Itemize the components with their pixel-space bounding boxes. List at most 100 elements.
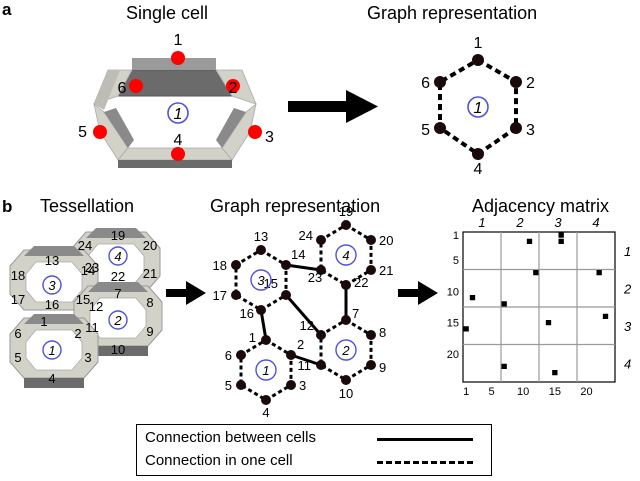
tess-label-1: 1	[40, 314, 47, 329]
graph-a-label-5: 5	[421, 122, 430, 139]
graph-b-label-21: 21	[379, 263, 393, 278]
graph-b-intercell-edge-2-11	[290, 353, 322, 367]
node-4-red	[171, 147, 185, 161]
tessellation-cell-ids: 1 2 3 4	[42, 246, 128, 360]
tess-label-17: 17	[11, 292, 25, 307]
graph-a	[434, 54, 522, 160]
graph-b-node-4	[261, 395, 271, 405]
graph-b-node-24	[316, 235, 326, 245]
node-3-red	[248, 125, 262, 139]
tess-label-18: 18	[11, 268, 25, 283]
graph-b-cell-circle-1	[255, 359, 277, 381]
matrix-xtick-20: 20	[580, 386, 592, 398]
graph-b-cell-circle-2	[335, 339, 357, 361]
graph-b-label-18: 18	[213, 258, 227, 273]
matrix-row-header-4: 4	[624, 356, 631, 371]
tess-label-3: 3	[84, 350, 91, 365]
tess-label-2: 2	[74, 326, 81, 341]
matrix-col-header-3: 3	[554, 215, 562, 230]
graph-a-cell-circle	[467, 96, 489, 118]
matrix-entry-15-14	[545, 320, 552, 326]
tess-label-14: 14	[81, 263, 95, 278]
matrix-entry-11-2	[469, 295, 476, 301]
matrix-entry-16-1	[463, 326, 469, 332]
matrix-xtick-5: 5	[488, 386, 494, 398]
graph-b-node-19	[341, 220, 351, 230]
graph-b-node-14	[281, 260, 291, 270]
tess-label-15: 15	[76, 292, 90, 307]
graph-a-label-3: 3	[526, 122, 535, 139]
graph-b-label-22: 22	[354, 275, 368, 290]
graph-b-node-1	[261, 335, 271, 345]
single-cell-node-label-6: 6	[118, 80, 127, 97]
tess-cell-id-1: 1	[48, 343, 55, 358]
matrix-row-header-2: 2	[623, 281, 632, 296]
tess-label-13: 13	[45, 253, 59, 268]
matrix-col-header-4: 4	[592, 215, 599, 230]
matrix-entry-2-16	[558, 238, 564, 244]
adjacency-matrix-title: Adjacency matrix	[472, 196, 609, 216]
tessellation-node-labels: 1 2 3 4 5 6 7 8 9 10 11 12 13 14 15 16 1…	[11, 228, 157, 386]
tess-label-20: 20	[143, 238, 157, 253]
tessellation-title: Tessellation	[40, 196, 134, 216]
graph-b-label-23: 23	[308, 270, 322, 285]
graph-b-label-8: 8	[379, 325, 386, 340]
graph-b-label-5: 5	[225, 378, 232, 393]
node-6-red	[129, 79, 143, 93]
node-1-red	[171, 51, 185, 65]
node-5-red	[93, 125, 107, 139]
graph-b-label-1: 1	[249, 330, 256, 345]
single-cell-title: Single cell	[126, 3, 208, 23]
matrix-entry-14-23	[602, 313, 609, 319]
graph-a-node-4	[472, 148, 484, 160]
graph-b-label-16: 16	[240, 306, 254, 321]
graph-b-label-13: 13	[254, 229, 268, 244]
panel-b-letter: b	[2, 197, 12, 216]
legend-dashed-line	[377, 461, 473, 464]
graph-b-label-24: 24	[299, 228, 313, 243]
graph-b-node-22	[341, 280, 351, 290]
tess-label-21: 21	[143, 266, 157, 281]
graph-b-node-6	[236, 350, 246, 360]
graph-a-cell-id: 1	[474, 100, 483, 117]
matrix-ytick-10: 10	[447, 286, 459, 298]
matrix-entry-1-16	[558, 232, 564, 238]
graph-a-node-3	[510, 122, 522, 134]
node-2-red	[226, 79, 240, 93]
tess-label-10: 10	[111, 342, 125, 357]
graph-representation-title-a: Graph representation	[367, 3, 537, 23]
tessellation-frames	[9, 228, 163, 388]
matrix-xtick-10: 10	[517, 386, 529, 398]
matrix-entry-2-11	[526, 238, 533, 244]
graph-b-node-13	[256, 245, 266, 255]
panel-a-letter: a	[2, 0, 12, 19]
graph-b-cell-id-3: 3	[257, 273, 265, 288]
single-cell-id: 1	[174, 106, 183, 123]
graph-b-intercell-edge-14-23	[285, 263, 322, 272]
graph-b-label-20: 20	[379, 233, 393, 248]
graph-b-label-10: 10	[339, 386, 353, 401]
matrix-ytick-5: 5	[453, 255, 459, 267]
tess-label-16: 16	[45, 297, 59, 312]
graph-b-label-4: 4	[262, 405, 269, 420]
matrix-col-header-1: 1	[478, 215, 485, 230]
arrow-graph-to-matrix	[398, 281, 438, 305]
graph-b-node-9	[366, 360, 376, 370]
tess-cell-id-2: 2	[113, 313, 122, 328]
legend-in-one-cell-label: Connection in one cell	[145, 452, 293, 469]
single-cell-node-label-4: 4	[174, 132, 183, 149]
tess-label-11: 11	[85, 320, 99, 335]
graph-a-node-1	[472, 54, 484, 66]
graph-b-node-18	[231, 260, 241, 270]
graph-b-node-3	[286, 380, 296, 390]
graph-b-node-8	[366, 330, 376, 340]
graph-b-node-23	[316, 265, 326, 275]
graph-b-node-21	[366, 265, 376, 275]
single-cell-node-label-2: 2	[229, 80, 238, 97]
graph-b-cell-id-4: 4	[342, 248, 349, 263]
graph-b-label-9: 9	[379, 360, 386, 375]
matrix-entry-7-12	[533, 270, 539, 276]
